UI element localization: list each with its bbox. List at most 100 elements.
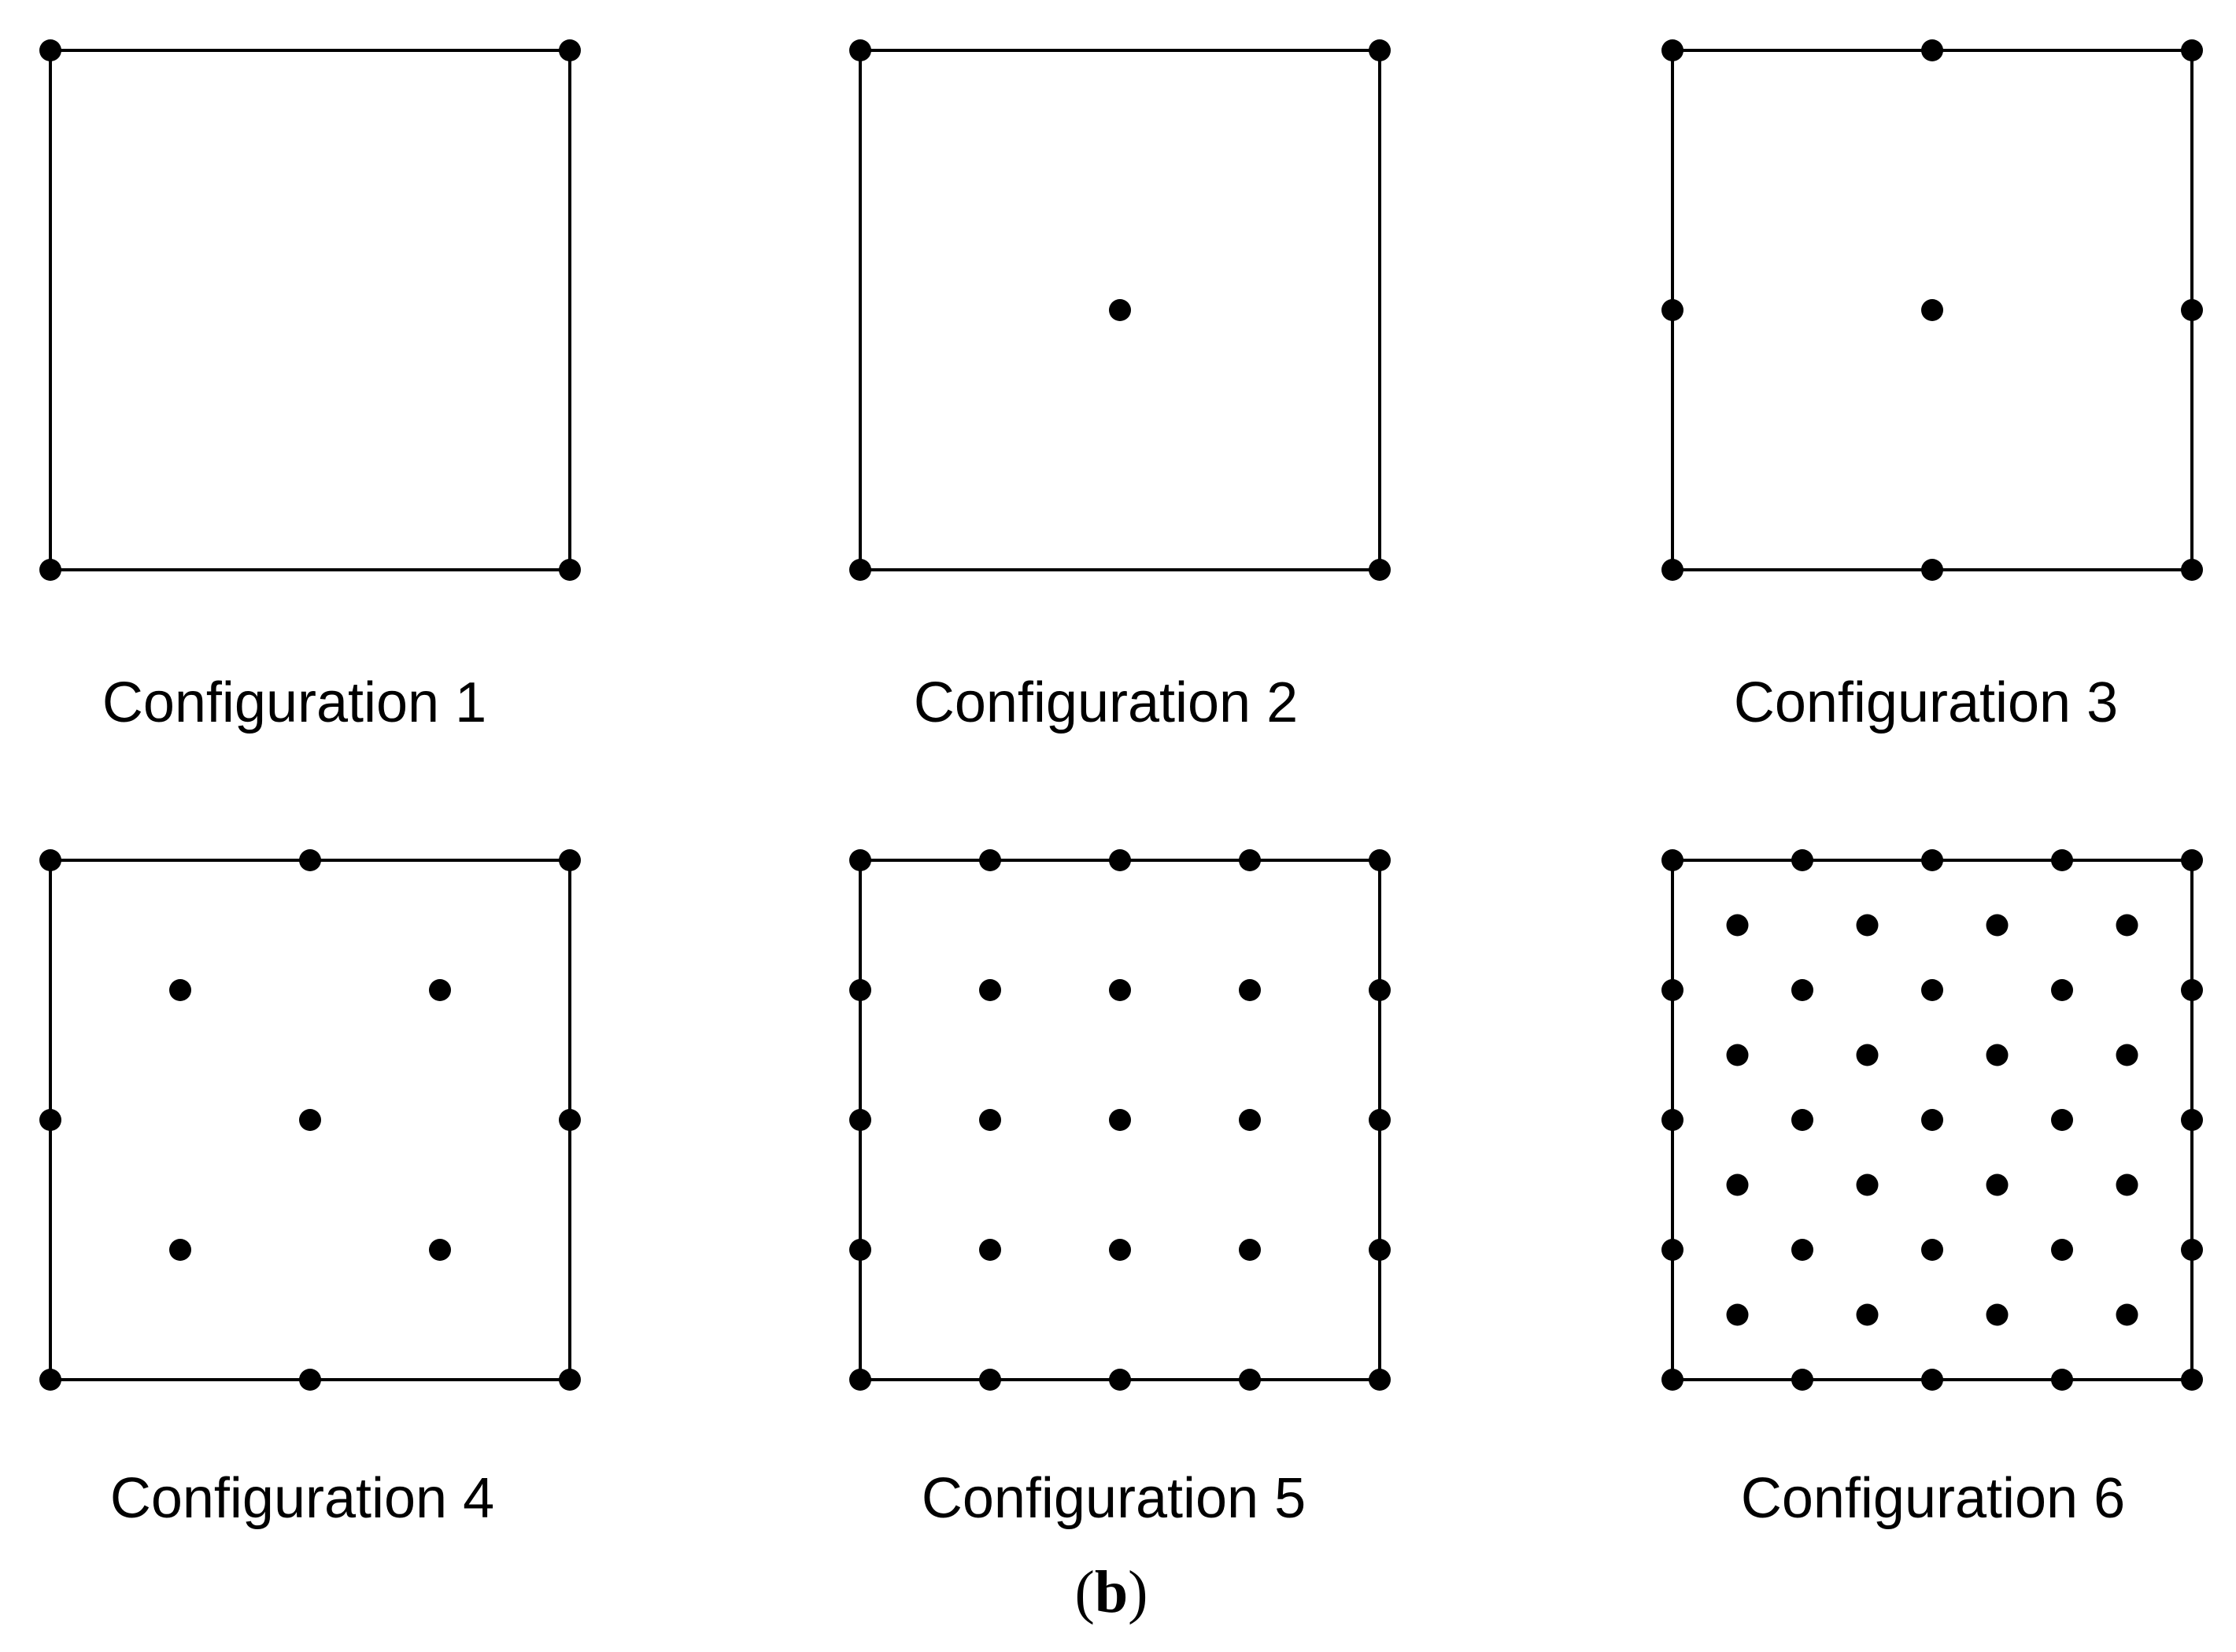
configuration-panels [39,39,2203,1391]
configuration-6-point-38 [1791,1369,1813,1391]
configuration-4-point-3 [559,849,581,871]
configuration-6-point-35 [1986,1303,2009,1326]
configuration-3-point-3 [2181,39,2203,61]
configuration-6-point-26 [1986,1173,2009,1196]
configuration-2-square [859,49,1381,571]
configuration-4-point-11 [39,1369,61,1391]
configuration-3-panel [1661,39,2203,581]
configuration-6-point-22 [2051,1109,2073,1131]
configuration-4-panel [39,849,581,1391]
panel-label-close-paren: ) [1128,1559,1148,1625]
configuration-6-point-24 [1726,1173,1749,1196]
configuration-2-point-4 [1369,559,1391,581]
configuration-5-point-22 [979,1369,1001,1391]
configuration-6-point-33 [1726,1303,1749,1326]
configuration-5-point-25 [1369,1369,1391,1391]
configuration-3-point-8 [1921,559,1943,581]
configuration-5-point-1 [849,849,871,871]
configuration-6-point-30 [1921,1239,1943,1261]
configuration-2-point-5 [1109,299,1131,321]
configuration-4-point-13 [559,1369,581,1391]
configuration-5-point-18 [1109,1239,1131,1261]
configuration-5-point-12 [979,1109,1001,1131]
configuration-1-label: Configuration 1 [102,671,486,734]
configuration-6-point-39 [1921,1369,1943,1391]
configuration-6-point-20 [1791,1109,1813,1131]
configuration-3-point-6 [2181,299,2203,321]
configuration-4-point-6 [39,1109,61,1131]
configuration-5-point-14 [1239,1109,1261,1131]
configuration-6-point-1 [1661,849,1683,871]
configuration-5-point-2 [979,849,1001,871]
configuration-3-point-4 [1661,299,1683,321]
configuration-4-point-7 [299,1109,321,1131]
configuration-6-point-29 [1791,1239,1813,1261]
configuration-6-point-19 [1661,1109,1683,1131]
configuration-4-label: Configuration 4 [110,1467,494,1530]
configuration-3-point-5 [1921,299,1943,321]
configuration-6-point-40 [2051,1369,2073,1391]
configuration-6-point-12 [1921,979,1943,1001]
configuration-6-point-25 [1856,1173,1879,1196]
configuration-6-label: Configuration 6 [1741,1467,2125,1530]
configuration-5-point-11 [849,1109,871,1131]
configuration-1-point-1 [39,39,61,61]
configuration-6-point-14 [2181,979,2203,1001]
configuration-3-point-2 [1921,39,1943,61]
configuration-6-point-18 [2116,1044,2138,1066]
configuration-5-point-16 [849,1239,871,1261]
configuration-6-point-2 [1791,849,1813,871]
configuration-6-point-21 [1921,1109,1943,1131]
configuration-6-panel [1661,849,2203,1391]
configuration-6-point-23 [2181,1109,2203,1131]
configuration-6-point-10 [1661,979,1683,1001]
configuration-6-point-9 [2116,914,2138,937]
configuration-5-point-13 [1109,1109,1131,1131]
configuration-1-point-3 [39,559,61,581]
panel-label-letter: b [1095,1559,1128,1625]
configuration-6-point-27 [2116,1173,2138,1196]
configuration-4-point-5 [429,979,451,1001]
configuration-5-point-6 [849,979,871,1001]
configuration-2-panel [849,39,1391,581]
configuration-6-point-36 [2116,1303,2138,1326]
configuration-6-point-37 [1661,1369,1683,1391]
configuration-5-label: Configuration 5 [922,1467,1306,1530]
configuration-6-point-11 [1791,979,1813,1001]
configuration-2-point-3 [849,559,871,581]
configuration-6-point-17 [1986,1044,2009,1066]
configuration-6-point-32 [2181,1239,2203,1261]
configuration-6-point-15 [1726,1044,1749,1066]
configuration-5-point-9 [1239,979,1261,1001]
configuration-6-point-6 [1726,914,1749,937]
configuration-5-point-17 [979,1239,1001,1261]
configuration-5-point-20 [1369,1239,1391,1261]
configuration-6-point-5 [2181,849,2203,871]
configuration-1-square [49,49,571,571]
configuration-6-point-4 [2051,849,2073,871]
configuration-5-point-23 [1109,1369,1131,1391]
configuration-5-point-3 [1109,849,1131,871]
configuration-5-point-24 [1239,1369,1261,1391]
configuration-4-point-4 [169,979,191,1001]
configuration-6-point-8 [1986,914,2009,937]
configuration-6-point-28 [1661,1239,1683,1261]
configuration-6-point-13 [2051,979,2073,1001]
configuration-4-point-9 [169,1239,191,1261]
configuration-5-point-10 [1369,979,1391,1001]
configuration-5-point-19 [1239,1239,1261,1261]
panel-label-open-paren: ( [1075,1559,1095,1625]
configuration-5-point-4 [1239,849,1261,871]
configuration-4-point-1 [39,849,61,871]
configuration-6-point-16 [1856,1044,1879,1066]
configuration-1-point-4 [559,559,581,581]
configuration-2-point-2 [1369,39,1391,61]
configuration-3-label: Configuration 3 [1734,671,2118,734]
configuration-5-point-5 [1369,849,1391,871]
configuration-4-point-12 [299,1369,321,1391]
configuration-4-point-2 [299,849,321,871]
configuration-6-point-41 [2181,1369,2203,1391]
configuration-6-point-34 [1856,1303,1879,1326]
configuration-2-point-1 [849,39,871,61]
configuration-3-point-1 [1661,39,1683,61]
